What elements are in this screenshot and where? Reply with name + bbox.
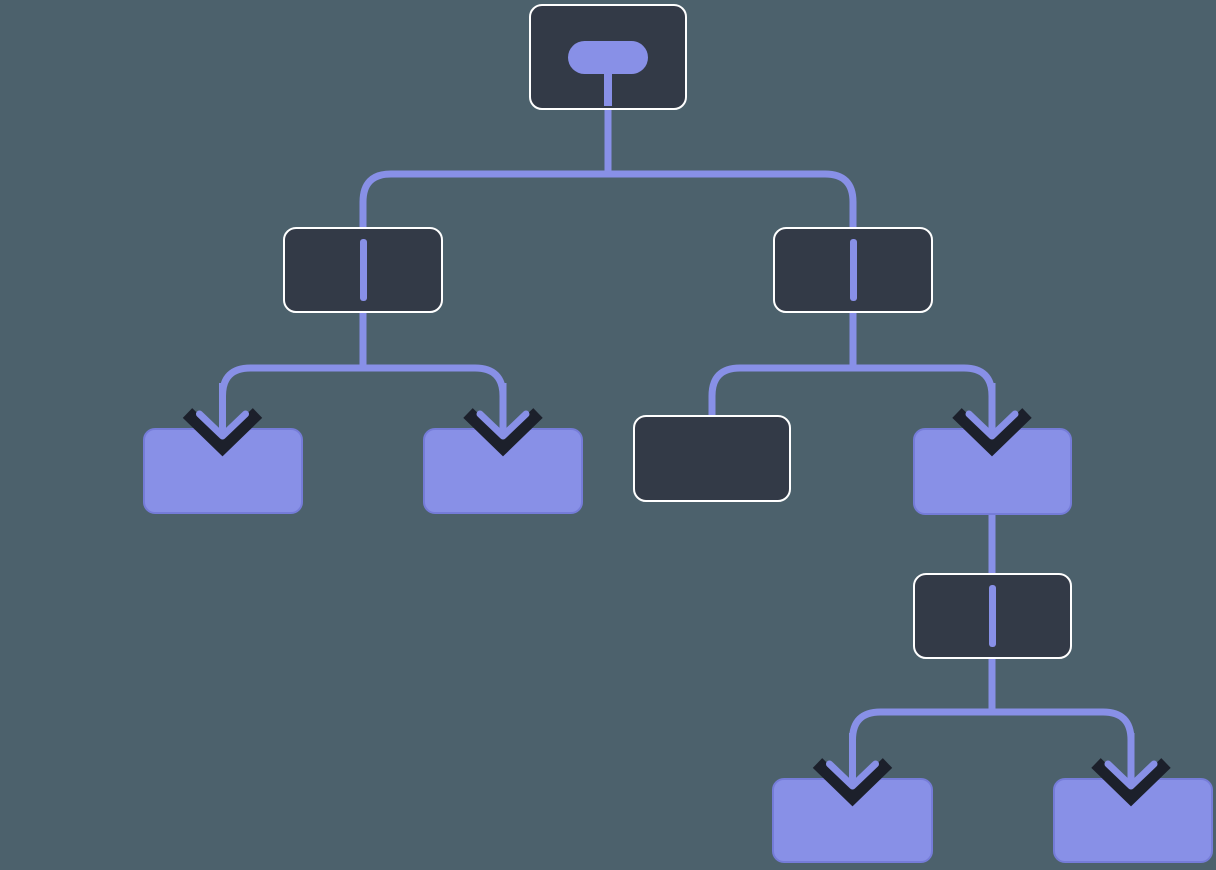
edge-branch-left-to-leaves — [219, 364, 507, 432]
root-node[interactable] — [529, 4, 687, 110]
vertical-line-icon — [359, 239, 367, 301]
leaf-node-4[interactable] — [772, 778, 933, 863]
edge-root-to-branches — [359, 106, 857, 229]
leaf-node-1[interactable] — [143, 428, 303, 514]
branch-node-left[interactable] — [283, 227, 443, 313]
pill-connector-icon — [568, 41, 648, 74]
edge-pass-to-leaves — [849, 708, 1135, 782]
pass-through-node[interactable] — [913, 573, 1072, 659]
vertical-line-icon — [849, 239, 857, 301]
leaf-node-5[interactable] — [1053, 778, 1213, 863]
pill-stem-icon — [604, 70, 612, 106]
leaf-node-3[interactable] — [913, 428, 1072, 515]
branch-node-right[interactable] — [773, 227, 933, 313]
vertical-line-icon — [989, 585, 996, 647]
leaf-node-2[interactable] — [423, 428, 583, 514]
plain-dark-node[interactable] — [633, 415, 791, 502]
